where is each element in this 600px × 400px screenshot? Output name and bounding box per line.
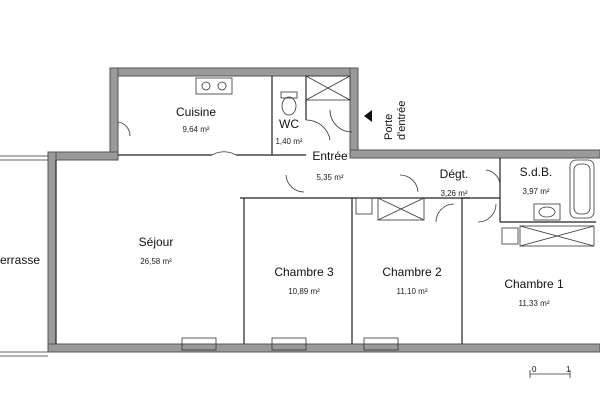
label-terrasse: errasse: [0, 253, 40, 267]
window-ch3: [271, 337, 307, 351]
window-sejour: [181, 337, 217, 351]
label-cuisine: Cuisine: [176, 105, 216, 119]
label-chambre1: Chambre 1: [504, 277, 564, 291]
area-chambre1: 11,33 m²: [519, 299, 550, 308]
label-entree: Entrée: [312, 149, 348, 163]
label-degt: Dégt.: [440, 167, 469, 181]
bathtub: [569, 159, 595, 219]
scale-end: 1: [566, 365, 571, 374]
area-chambre3: 10,89 m²: [288, 287, 320, 296]
area-cuisine: 9,64 m²: [182, 125, 209, 134]
area-entree: 5,35 m²: [316, 173, 343, 182]
wall-top-cuisine: [109, 67, 359, 77]
area-wc: 1,40 m²: [275, 137, 302, 146]
window-ch2: [363, 337, 399, 351]
scale-start: 0: [532, 365, 537, 374]
bathroom-sink: [533, 203, 561, 221]
label-sejour: Séjour: [139, 235, 174, 249]
area-degt: 3,26 m²: [440, 189, 467, 198]
label-wc: WC: [279, 117, 299, 131]
wall-bottom: [47, 343, 600, 353]
area-sejour: 26,58 m²: [140, 257, 172, 266]
entry-closet: [305, 75, 351, 101]
door-entry: [329, 109, 353, 133]
wall-top-right: [349, 149, 600, 159]
closet-ch2: [377, 197, 425, 221]
wall-top-sejour: [47, 151, 119, 161]
wall-left-sejour: [47, 151, 57, 353]
toilet: [281, 96, 297, 116]
label-sdb: S.d.B.: [520, 165, 553, 179]
label-chambre3: Chambre 3: [274, 265, 334, 279]
closet-ch1: [519, 225, 595, 247]
wall-right-entry: [349, 67, 359, 159]
door-cuisine: [211, 151, 237, 156]
label-chambre2: Chambre 2: [382, 265, 442, 279]
entry-arrow-icon: [364, 110, 372, 122]
area-chambre2: 11,10 m²: [397, 287, 428, 296]
wall-left-cuisine: [109, 67, 119, 153]
kitchen-sink: [195, 77, 233, 95]
area-sdb: 3,97 m²: [522, 187, 549, 196]
door-wc: [305, 119, 331, 141]
entry-label-line1: Porte: [383, 114, 395, 140]
entry-label-line2: d'entrée: [396, 101, 408, 140]
